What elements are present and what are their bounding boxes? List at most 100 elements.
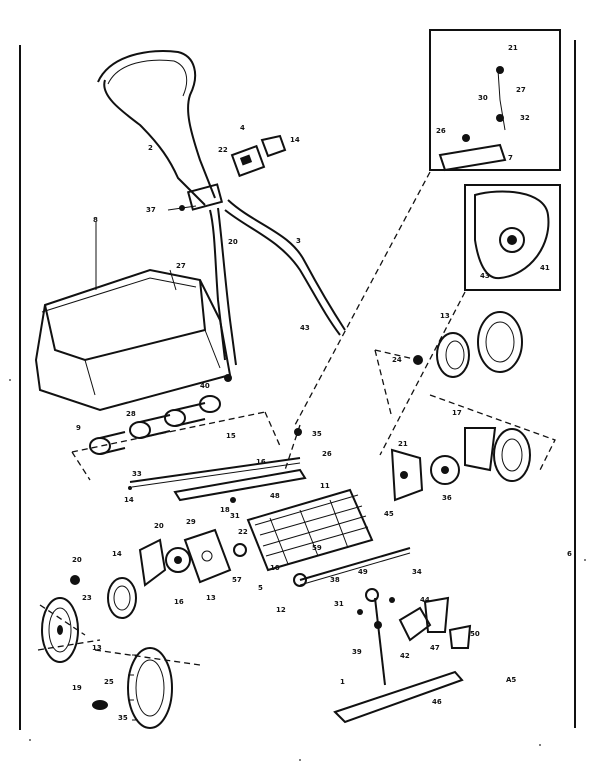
callout: 13 <box>92 644 102 652</box>
callout: 33 <box>132 470 142 478</box>
callout: 36 <box>442 494 452 502</box>
callout: 10 <box>270 564 280 572</box>
handle-lower-left-tube <box>209 207 237 366</box>
reel-bar <box>173 468 307 502</box>
callout: 46 <box>432 698 442 706</box>
small-washer-44 <box>389 597 395 603</box>
callout: 17 <box>452 409 462 417</box>
callout: 39 <box>352 648 362 656</box>
wheel-left-front-rim <box>48 607 72 653</box>
axle-shaft-16 <box>129 457 301 483</box>
wheel-right-rear <box>493 428 531 482</box>
callout: 26 <box>322 450 332 458</box>
bolt-28 <box>230 497 236 503</box>
callout: 25 <box>104 678 114 686</box>
spring-45 <box>398 606 432 642</box>
side-plate-right <box>390 448 424 502</box>
grass-catcher-floor <box>84 329 221 396</box>
callout: 6 <box>567 550 572 558</box>
callout: 23 <box>82 594 92 602</box>
right-wheel-dashed-line <box>374 349 419 419</box>
callout: 18 <box>220 506 230 514</box>
cap-59 <box>448 624 472 649</box>
callout: 15 <box>226 432 236 440</box>
handle-upper-loop <box>97 49 216 206</box>
callout: 49 <box>358 568 368 576</box>
bed-knife <box>333 670 464 724</box>
callout: 19 <box>72 684 82 692</box>
callout: 21 <box>398 440 408 448</box>
gear-right <box>430 455 460 485</box>
callout: 44 <box>420 596 430 604</box>
callout: 13 <box>206 594 216 602</box>
inset-leader-lines <box>294 171 466 456</box>
callout: 37 <box>146 206 156 214</box>
bracket-47 <box>423 596 450 633</box>
callout: 24 <box>392 356 402 364</box>
callout: 59 <box>312 544 322 552</box>
wheel-left-rear <box>127 647 173 729</box>
callout: 27 <box>516 86 526 94</box>
grass-catcher-rim <box>41 277 197 313</box>
inset-nut-26 <box>462 134 470 142</box>
wheel-left-front-hub <box>57 625 63 635</box>
callout: 28 <box>126 410 136 418</box>
wheel-right-inner <box>485 321 515 363</box>
bolt-37-shaft <box>167 205 197 211</box>
wheel-dashed-line-rear <box>94 649 201 666</box>
gear-detail-box <box>464 184 561 291</box>
inset-detail-box <box>429 29 561 171</box>
roller-dashed-box <box>71 411 281 481</box>
callout: 30 <box>478 94 488 102</box>
adjust-knob-top <box>365 588 379 602</box>
left-wheel-dashed-line <box>37 604 101 651</box>
callout: 40 <box>200 382 210 390</box>
callout: 20 <box>228 238 238 246</box>
callout: 48 <box>270 492 280 500</box>
adjust-rod <box>374 597 386 686</box>
callout: 14 <box>124 496 134 504</box>
inset-nut-32 <box>496 114 504 122</box>
callout: 12 <box>276 606 286 614</box>
callout: 43 <box>480 272 490 280</box>
callout: 43 <box>300 324 310 332</box>
handle-bracket <box>186 183 224 211</box>
inset-leader-lines-b <box>284 424 301 471</box>
callout: 8 <box>93 216 98 224</box>
callout: 47 <box>430 644 440 652</box>
bracket-11 <box>138 538 167 587</box>
callout-labels: 2 4 22 14 37 20 3 27 43 8 40 21 27 30 32… <box>72 44 572 722</box>
callout: 14 <box>290 136 300 144</box>
callout: 42 <box>400 652 410 660</box>
handle-lower-right-tube <box>224 199 346 336</box>
gear-right-hub <box>441 466 449 474</box>
handle-clamp-4 <box>230 144 266 178</box>
pinion-gear-left-inner <box>113 585 131 611</box>
callout: 45 <box>384 510 394 518</box>
callout: 11 <box>320 482 330 490</box>
bracket-17 <box>464 427 497 472</box>
callout: 14 <box>112 550 122 558</box>
gear-cover-hub <box>499 227 525 253</box>
callout: 57 <box>232 576 242 584</box>
gear-cover-hub-inner <box>507 235 517 245</box>
wheel-right-hub-13 <box>436 332 470 378</box>
axle-shaft-16-b <box>131 462 301 488</box>
gear-left <box>165 547 191 573</box>
pinion-gear-left <box>107 577 137 619</box>
rear-wheel-dashed-line <box>429 394 556 471</box>
side-plate-left <box>183 528 232 584</box>
gear-left-hub <box>174 556 182 564</box>
callout: 22 <box>238 528 248 536</box>
callout: 7 <box>508 154 513 162</box>
callout: 20 <box>72 556 82 564</box>
callout: 41 <box>540 264 550 272</box>
small-washer-46 <box>357 609 363 615</box>
wheel-left-rear-tread <box>128 654 138 721</box>
adjust-nut <box>374 621 382 629</box>
wheel-right-rear-rim <box>501 438 523 472</box>
callout: 31 <box>334 600 344 608</box>
callout: 3 <box>296 237 301 245</box>
